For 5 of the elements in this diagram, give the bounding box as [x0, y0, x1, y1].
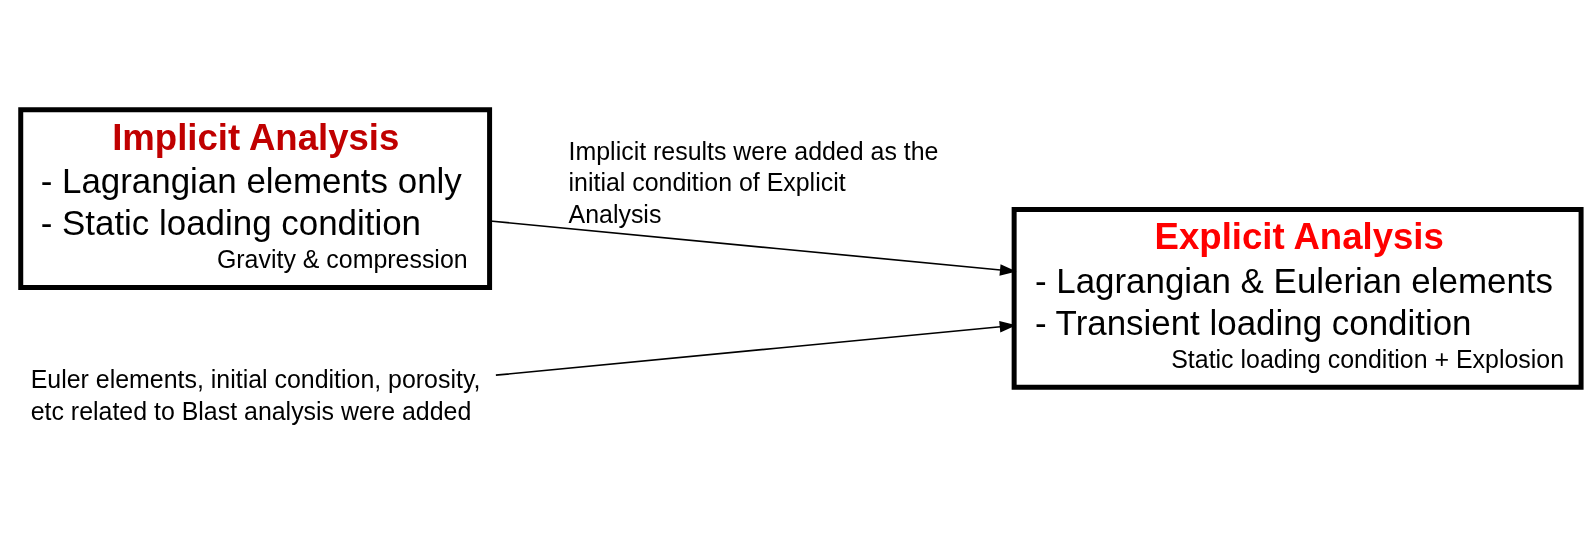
edge-label: Implicit results were added as the initial condition of Explicit Analysis	[568, 136, 939, 228]
node-text: Euler elements, initial condition, porosity, etc related to Blast analysis were added	[30, 364, 481, 425]
node-box: Implicit Analysis - Lagrangian elements only - Static loading condition Gravity & compression	[18, 106, 493, 290]
arrow	[489, 219, 1017, 276]
node-box: Explicit Analysis - Lagrangian & Eulerian elements - Transient loading condition Static loading condition + Explosion	[1011, 206, 1584, 390]
